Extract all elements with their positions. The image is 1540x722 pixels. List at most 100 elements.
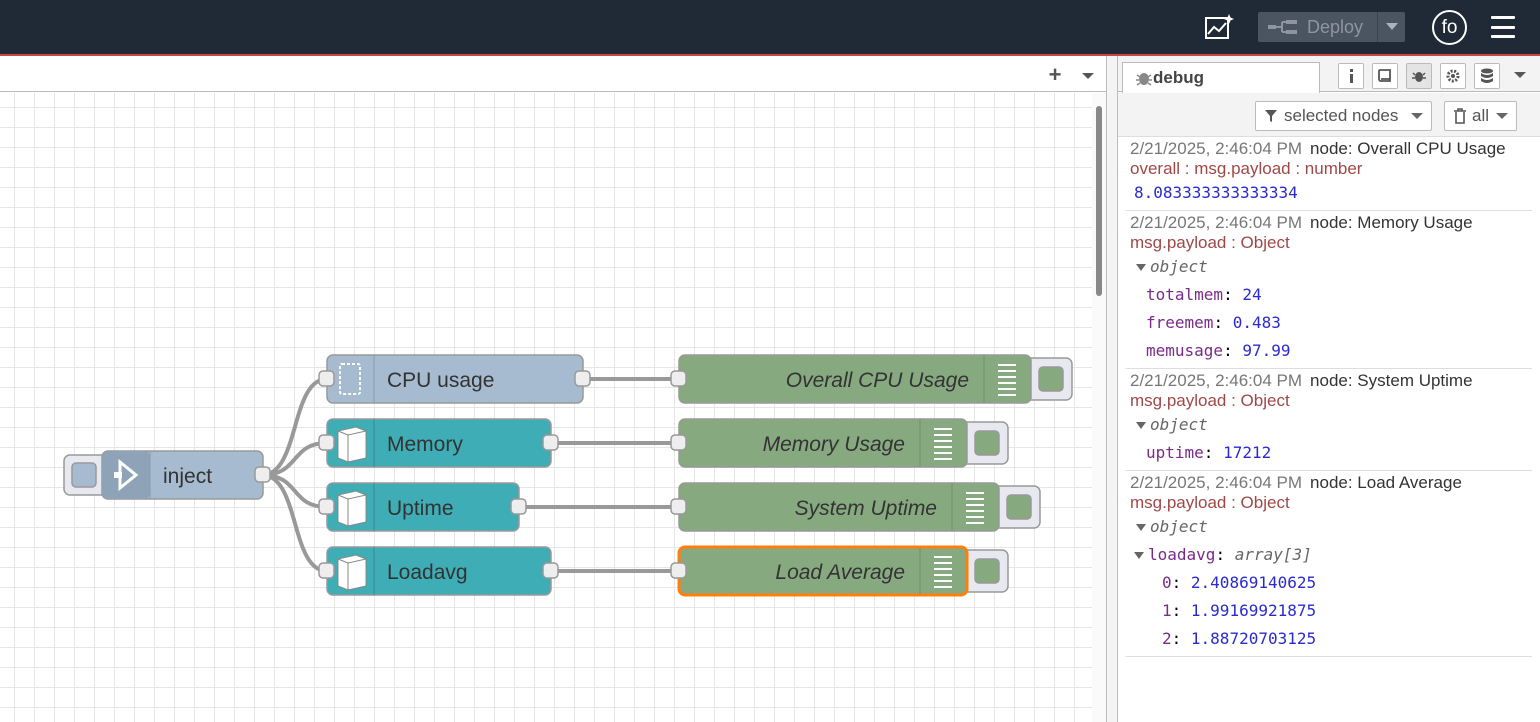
object-toggle[interactable]: object	[1130, 253, 1532, 281]
debug-message-path: msg.payload : Object	[1130, 493, 1290, 512]
array-toggle[interactable]: loadavg: array[3]	[1130, 541, 1532, 569]
loadavg-node-label: Loadavg	[387, 561, 468, 584]
debug-message-meta: 2/21/2025, 2:46:04 PM node: Overall CPU U…	[1130, 139, 1532, 159]
debug-clear-label: all	[1472, 106, 1490, 125]
list-lines-icon	[966, 492, 984, 524]
chart-dashboard-icon[interactable]	[1202, 10, 1236, 44]
hamburger-menu-icon[interactable]	[1490, 16, 1516, 38]
info-icon[interactable]	[1338, 63, 1364, 89]
chip-icon	[339, 363, 361, 395]
property-row[interactable]: freemem: 0.483	[1146, 313, 1281, 332]
sidebar-resize-handle[interactable]	[1106, 56, 1118, 722]
tab-debug-label: debug	[1153, 68, 1204, 87]
array-item-row[interactable]: 0: 2.40869140625	[1162, 573, 1317, 592]
debug-message-path: msg.payload : Object	[1130, 391, 1290, 410]
debug-message-path: overall : msg.payload : number	[1130, 159, 1363, 178]
property-row[interactable]: uptime: 17212	[1146, 443, 1272, 462]
debug-node-memory-usage[interactable]: Memory Usage	[670, 418, 1009, 468]
deploy-button[interactable]: Deploy	[1258, 12, 1405, 42]
caret-down-icon	[1136, 422, 1146, 429]
debug-node-overall-cpu[interactable]: Overall CPU Usage	[670, 354, 1073, 404]
list-lines-icon	[998, 364, 1016, 396]
debug-filter-select[interactable]: selected nodes	[1255, 101, 1432, 131]
inject-output-port[interactable]	[254, 466, 271, 483]
object-toggle[interactable]: object	[1130, 513, 1532, 541]
debug-message-node[interactable]: node: Overall CPU Usage	[1310, 139, 1506, 158]
debug-message-time: 2/21/2025, 2:46:04 PM	[1130, 139, 1303, 158]
debug-node-load-average[interactable]: Load Average	[670, 545, 1009, 597]
array-item-row[interactable]: 1: 1.99169921875	[1162, 601, 1317, 620]
debug-filter-label: selected nodes	[1284, 106, 1399, 125]
debug-bug-icon[interactable]	[1406, 63, 1432, 89]
uptime-output-port[interactable]	[510, 498, 527, 515]
debug-node-system-uptime[interactable]: System Uptime	[670, 482, 1041, 532]
server-icon	[337, 554, 367, 591]
deploy-label: Deploy	[1307, 16, 1364, 37]
property-row[interactable]: totalmem: 24	[1146, 285, 1262, 304]
debug-memory-input-port[interactable]	[670, 434, 687, 451]
cpu-node-label: CPU usage	[387, 369, 494, 392]
debug-cpu-input-port[interactable]	[670, 370, 687, 387]
book-icon[interactable]	[1372, 63, 1398, 89]
debug-message[interactable]: 2/21/2025, 2:46:04 PM node: Overall CPU U…	[1124, 137, 1532, 211]
bug-icon	[1136, 73, 1152, 86]
object-toggle[interactable]: object	[1130, 411, 1532, 439]
debug-toolbar: selected nodes all	[1118, 93, 1540, 137]
tab-debug[interactable]: debug	[1122, 62, 1320, 93]
debug-message-list: 2/21/2025, 2:46:04 PM node: Overall CPU U…	[1124, 137, 1532, 657]
debug-toggle-button[interactable]	[974, 430, 1000, 456]
chevron-down-icon	[1496, 113, 1508, 119]
workspace-scrollbar-thumb[interactable]	[1096, 106, 1102, 296]
loadavg-input-port[interactable]	[318, 562, 335, 579]
debug-message-value[interactable]: 8.083333333333334	[1134, 183, 1298, 202]
list-lines-icon	[934, 556, 952, 588]
arrow-right-icon	[114, 458, 139, 492]
memory-output-port[interactable]	[542, 434, 559, 451]
debug-memory-label: Memory Usage	[763, 433, 905, 456]
uptime-node[interactable]: Uptime	[318, 482, 527, 532]
cpu-output-port[interactable]	[574, 370, 591, 387]
debug-message-meta: 2/21/2025, 2:46:04 PM node: Load Average	[1130, 473, 1532, 493]
debug-load-label: Load Average	[775, 561, 905, 584]
debug-message[interactable]: 2/21/2025, 2:46:04 PM node: System Uptime…	[1124, 369, 1532, 471]
debug-message-node[interactable]: node: System Uptime	[1310, 371, 1473, 390]
gear-icon[interactable]	[1440, 63, 1466, 89]
debug-toggle-button[interactable]	[1038, 366, 1064, 392]
loadavg-node[interactable]: Loadavg	[318, 546, 559, 596]
memory-node-label: Memory	[387, 433, 463, 456]
debug-message-node[interactable]: node: Memory Usage	[1310, 213, 1473, 232]
flow-canvas[interactable]	[0, 93, 1092, 722]
debug-toggle-button[interactable]	[974, 558, 1000, 584]
debug-message-time: 2/21/2025, 2:46:04 PM	[1130, 371, 1303, 390]
workspace-scrollbar[interactable]	[1092, 93, 1106, 722]
deploy-menu-caret[interactable]	[1377, 12, 1405, 42]
property-row[interactable]: memusage: 97.99	[1146, 341, 1291, 360]
debug-clear-select[interactable]: all	[1444, 101, 1517, 131]
memory-input-port[interactable]	[318, 434, 335, 451]
cpu-usage-node[interactable]: CPU usage	[318, 354, 591, 404]
debug-toggle-button[interactable]	[1006, 494, 1032, 520]
debug-message-node[interactable]: node: Load Average	[1310, 473, 1462, 492]
debug-message-path: msg.payload : Object	[1130, 233, 1290, 252]
cpu-input-port[interactable]	[318, 370, 335, 387]
user-avatar[interactable]: fo	[1432, 10, 1467, 45]
inject-node[interactable]: inject	[63, 450, 271, 500]
debug-uptime-input-port[interactable]	[670, 498, 687, 515]
array-item-row[interactable]: 2: 1.88720703125	[1162, 629, 1317, 648]
sidebar-menu-chevron-icon[interactable]	[1512, 68, 1528, 86]
filter-icon	[1265, 110, 1277, 122]
caret-down-icon	[1134, 552, 1144, 559]
debug-load-input-port[interactable]	[670, 562, 687, 579]
database-icon[interactable]	[1474, 63, 1500, 89]
memory-node[interactable]: Memory	[318, 418, 559, 468]
add-flow-button[interactable]: +	[1048, 62, 1062, 87]
flow-menu-chevron-icon[interactable]	[1078, 64, 1098, 86]
debug-message-time: 2/21/2025, 2:46:04 PM	[1130, 473, 1303, 492]
deploy-icon	[1268, 20, 1297, 34]
sidebar-tab-bar: debug	[1118, 56, 1540, 93]
uptime-input-port[interactable]	[318, 498, 335, 515]
loadavg-output-port[interactable]	[542, 562, 559, 579]
